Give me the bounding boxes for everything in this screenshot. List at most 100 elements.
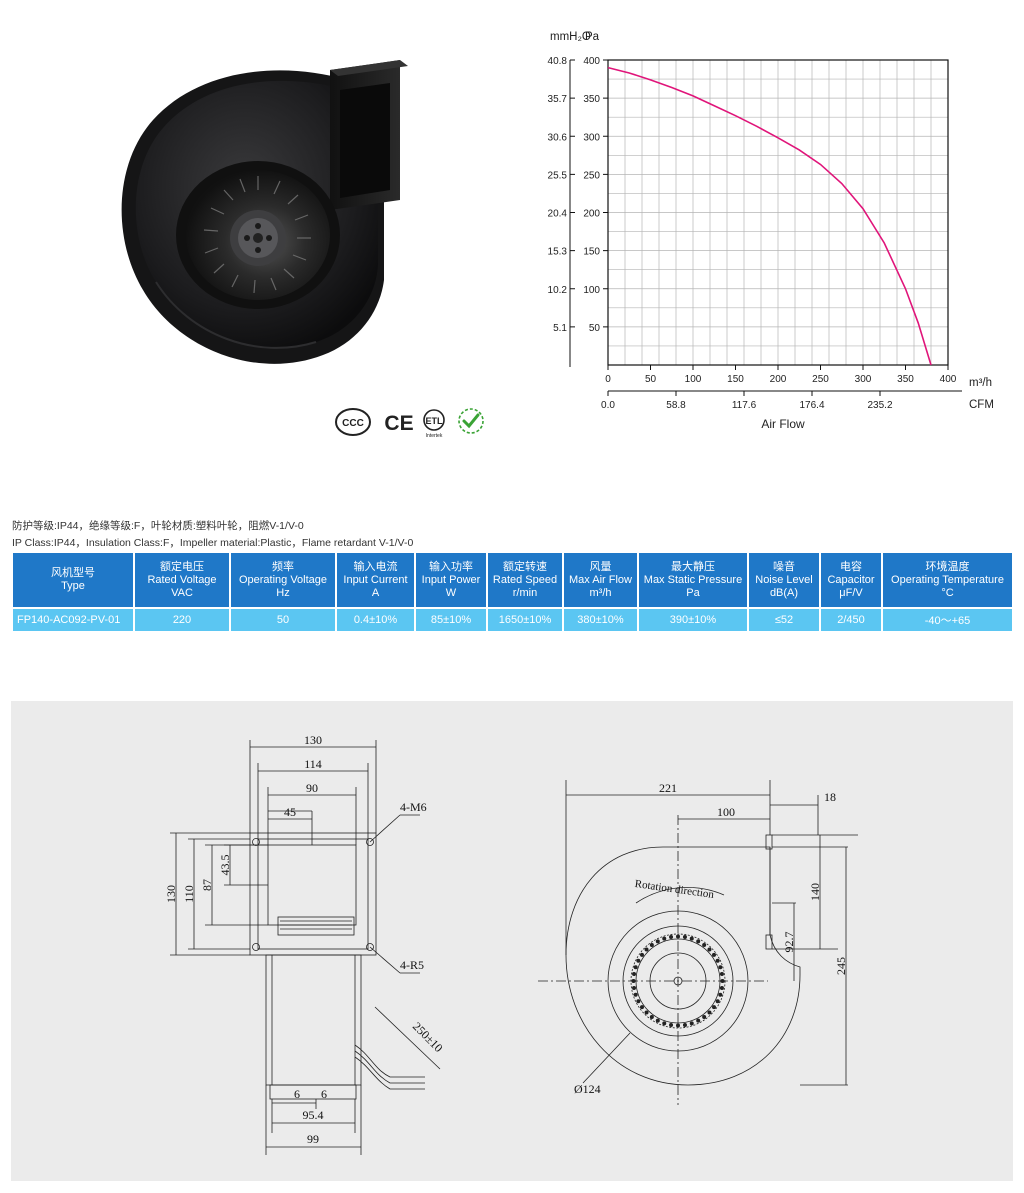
- spec-header-cn: 输入功率: [429, 560, 473, 573]
- dim-114: 114: [304, 757, 322, 771]
- rotation-direction-label: Rotation direction: [634, 878, 715, 901]
- x-tick-label-cfm: 176.4: [799, 400, 824, 411]
- impeller-blade-mark: [682, 935, 687, 940]
- spec-header-cn: 额定电压: [160, 560, 204, 573]
- series-line-0: [607, 66, 932, 366]
- y-tick-label-mmh2o: 10.2: [548, 285, 568, 296]
- impeller-blade-mark: [718, 992, 723, 997]
- spec-header-unit: VAC: [171, 586, 193, 599]
- chart-series: [607, 66, 932, 366]
- spec-cell-6: 380±10%: [562, 607, 639, 633]
- impeller-blade-mark: [689, 1021, 694, 1026]
- impeller-blade-mark: [719, 985, 724, 990]
- green-check-mark: [458, 408, 484, 434]
- x-axis-unit-cfm: CFM: [969, 399, 994, 411]
- y-axis-label-pa: Pa: [585, 31, 600, 43]
- x-tick-label-m3h: 200: [770, 374, 787, 385]
- x-tick-label-cfm: 58.8: [666, 400, 686, 411]
- impeller-blade-mark: [715, 958, 720, 963]
- y-tick-label-mmh2o: 30.6: [548, 132, 568, 143]
- y-tick-label-mmh2o: 35.7: [548, 94, 568, 105]
- dim-130-width: 130: [304, 733, 322, 747]
- impeller-blade-mark: [662, 936, 667, 941]
- spec-cell-2: 50: [229, 607, 337, 633]
- impeller-blade-mark: [662, 1021, 667, 1026]
- spec-cell-1: 220: [133, 607, 231, 633]
- cable-length: 250±10: [410, 1019, 446, 1055]
- spec-header-unit: Pa: [686, 586, 700, 599]
- impeller-blade-mark: [676, 1023, 680, 1028]
- etl-mark: ETL Intertek: [423, 409, 445, 439]
- product-photo: [121, 60, 408, 364]
- spec-header-cn: 额定转速: [503, 560, 547, 573]
- impeller-blade-mark: [633, 992, 638, 997]
- spec-header-cn: 噪音: [773, 560, 795, 573]
- spec-header-en: Input Current: [343, 573, 408, 586]
- x-tick-label-m3h: 100: [685, 374, 702, 385]
- x-tick-label-m3h: 150: [727, 374, 744, 385]
- y-tick-label-pa: 200: [583, 209, 600, 220]
- certification-marks: CCC CE ETL Intertek: [335, 408, 484, 439]
- impeller-blade-mark: [669, 1022, 674, 1027]
- impeller-blade-mark: [644, 1010, 649, 1015]
- front-view-drawing: 221 100 18 140 92.7 245 Ø124 Rotation di…: [538, 780, 858, 1105]
- x-tick-label-cfm: 117.6: [732, 400, 757, 411]
- y-tick-label-pa: 50: [589, 323, 601, 334]
- impeller-blade-mark: [712, 952, 717, 957]
- impeller-blade-mark: [633, 965, 638, 970]
- x-tick-label-m3h: 300: [855, 374, 872, 385]
- y-tick-label-mmh2o: 40.8: [548, 56, 568, 67]
- y-tick-label-mmh2o: 20.4: [548, 209, 568, 220]
- dim-45: 45: [284, 805, 296, 819]
- y-axis-label-mmh2o: mmH₂O: [550, 31, 591, 43]
- spec-header-en: Input Power: [421, 573, 481, 586]
- y-tick-label-mmh2o: 15.3: [548, 247, 568, 258]
- radius-4-r5: 4-R5: [400, 958, 424, 972]
- impeller-blade-mark: [715, 999, 720, 1004]
- y-tick-label-pa: 400: [583, 56, 600, 67]
- dim-18: 18: [824, 790, 836, 804]
- spec-header-unit: r/min: [512, 586, 538, 599]
- spec-header-en: Rated Voltage: [147, 573, 217, 586]
- y-tick-label-pa: 100: [583, 285, 600, 296]
- spec-header-cn: 输入电流: [353, 560, 398, 573]
- spec-header-cn: 风量: [589, 560, 612, 573]
- dim-90: 90: [306, 781, 318, 795]
- impeller-blade-mark: [649, 1015, 654, 1020]
- impeller-blade-mark: [644, 947, 649, 952]
- y-tick-label-mmh2o: 25.5: [548, 170, 568, 181]
- dim-100: 100: [717, 805, 735, 819]
- impeller-blade-mark: [702, 1015, 707, 1020]
- spec-header-cn: 电容: [840, 560, 862, 573]
- spec-header-en: Noise Level: [755, 573, 813, 586]
- side-view-drawing: 130 114 90 45 130 110 87 43.5 4-M6 4-R5 …: [164, 733, 446, 1155]
- impeller-blade-mark: [707, 947, 712, 952]
- dim-87: 87: [200, 879, 214, 891]
- impeller-blade-mark: [682, 1022, 687, 1027]
- impeller-blade-mark: [719, 972, 724, 977]
- y-tick-label-pa: 150: [583, 247, 600, 258]
- spec-header-unit: dB(A): [769, 586, 799, 599]
- chart-grid: [607, 59, 949, 366]
- spec-cell-7: 390±10%: [637, 607, 749, 633]
- x-tick-label-m3h: 350: [897, 374, 914, 385]
- impeller-blade-mark: [632, 985, 637, 990]
- dim-6-right: 6: [321, 1087, 327, 1101]
- y-tick-label-mmh2o: 5.1: [553, 323, 567, 334]
- spec-cell-9: 2/450: [819, 607, 883, 633]
- performance-chart: 505.110010.215015.320020.425025.530030.6…: [548, 31, 994, 431]
- spec-cell-0: FP140-AC092-PV-01: [11, 607, 135, 633]
- dim-95-4: 95.4: [303, 1108, 324, 1122]
- impeller-blade-mark: [632, 972, 637, 977]
- spec-cell-4: 85±10%: [414, 607, 488, 633]
- spec-header-cn: 最大静压: [671, 560, 715, 573]
